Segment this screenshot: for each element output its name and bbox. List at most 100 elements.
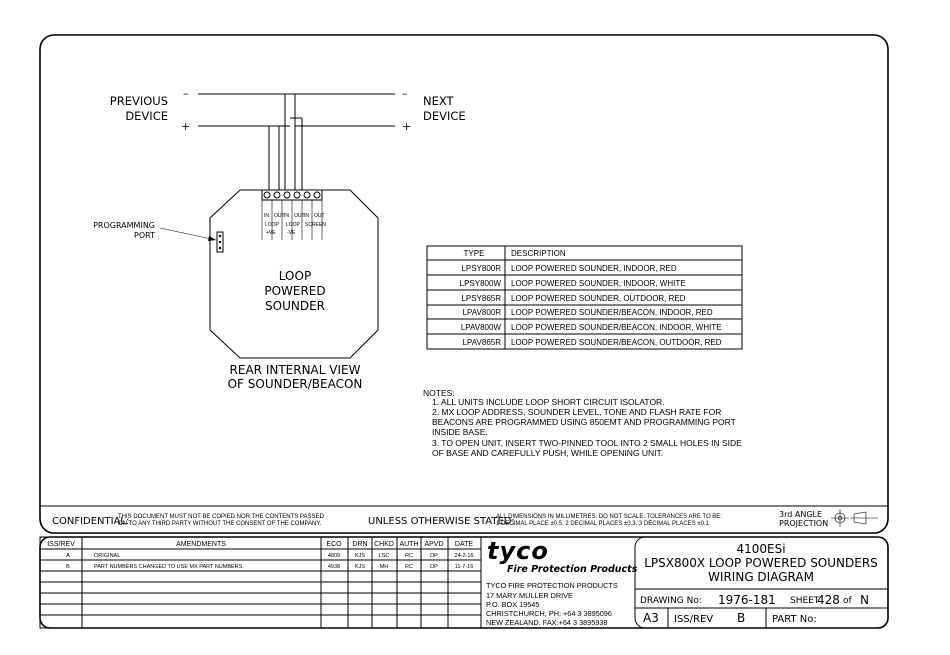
title-line-3: WIRING DIAGRAM (708, 570, 814, 584)
title-line-2: LPSX800X LOOP POWERED SOUNDERS (644, 556, 878, 570)
amend-row-2-iss: B (66, 564, 70, 570)
unless-text-1: ALL DIMENSIONS IN MILLIMETRES. DO NOT SC… (496, 514, 722, 520)
note-line-6: OF BASE AND CAREFULLY PUSH, WHILE OPENIN… (432, 448, 663, 458)
amend-row-1-auth: RC (405, 553, 413, 559)
desc-row-6: LOOP POWERED SOUNDER/BEACON, OUTDOOR, RE… (511, 338, 722, 347)
svg-text:PROGRAMMING: PROGRAMMING (93, 221, 155, 230)
next-device-label: NEXT DEVICE (423, 94, 466, 123)
svg-text:DEVICE: DEVICE (423, 109, 466, 123)
sounder-body-outline (209, 189, 379, 359)
amend-header-chkd: CHKD (374, 541, 394, 548)
terminal-label-6: OUT (314, 213, 325, 219)
amend-row-2-desc: PART NUMBERS CHANGED TO USE MX PART NUMB… (94, 564, 244, 570)
desc-row-3: LOOP POWERED SOUNDER, OUTDOOR, RED (511, 294, 686, 303)
programming-port-label: PROGRAMMING PORT (93, 221, 155, 240)
company-logo: tyco Fire Protection Products (487, 537, 638, 575)
svg-text:POWERED: POWERED (264, 284, 325, 298)
of-value: N (860, 593, 869, 607)
of-label: of (843, 596, 853, 606)
amend-row-1-iss: A (66, 553, 70, 559)
type-row-4: LPAV800R (463, 308, 502, 317)
confidential-label: CONFIDENTIAL: (52, 516, 129, 527)
amend-row-2-eco: 4938 (328, 564, 340, 570)
part-no-label: PART No: (772, 614, 817, 625)
desc-row-2: LOOP POWERED SOUNDER, INDOOR, WHITE (511, 279, 686, 288)
terminal-label-1: IN (264, 213, 269, 219)
terminal-group-loop-pos: LOOP (265, 222, 280, 228)
amendments-table: ISS/REV AMENDMENTS ECO DRN CHKD AUTH APV… (39, 536, 482, 629)
amend-row-1-eco: 4809 (328, 553, 340, 559)
note-line-4: INSIDE BASE. (432, 427, 488, 437)
amend-header-apvd: APVD (424, 541, 443, 548)
svg-text:TYCO FIRE PROTECTION PRODUCTS: TYCO FIRE PROTECTION PRODUCTS (486, 581, 618, 590)
note-line-5: 3. TO OPEN UNIT, INSERT TWO-PINNED TOOL … (432, 438, 742, 448)
rear-view-caption: REAR INTERNAL VIEW OF SOUNDER/BEACON (228, 363, 363, 391)
amend-header-iss: ISS/REV (47, 541, 75, 548)
note-line-3: BEACONS ARE PROGRAMMED USING 850EMT AND … (432, 417, 736, 427)
sheet-size: A3 (643, 611, 659, 625)
amend-header-eco: ECO (326, 541, 342, 548)
title-line-1: 4100ESi (736, 542, 785, 556)
company-subtitle: Fire Protection Products (507, 564, 638, 575)
svg-text:LOOP: LOOP (279, 269, 311, 283)
prev-plus-sign: + (181, 120, 190, 133)
sounder-label: LOOP POWERED SOUNDER (264, 269, 325, 313)
main-frame (39, 34, 889, 534)
type-row-5: LPAV800W (461, 323, 502, 332)
prev-minus-sign: – (183, 87, 189, 100)
amend-header-date: DATE (455, 541, 473, 548)
amend-row-2-date: 11-7-16 (455, 564, 474, 570)
svg-text:PORT: PORT (134, 231, 155, 240)
type-row-3: LPSY865R (461, 294, 501, 303)
confidential-text-1: THIS DOCUMENT MUST NOT BE COPIED NOR THE… (118, 514, 324, 520)
type-row-1: LPSY800R (461, 264, 501, 273)
confidential-text-2: ON TO ANY THIRD PARTY WITHOUT THE CONSEN… (118, 521, 322, 527)
programming-port-leader (159, 227, 217, 241)
amend-header-amendments: AMENDMENTS (176, 541, 226, 548)
terminal-label-3: IN (284, 213, 289, 219)
terminal-label-4: OUT (294, 213, 305, 219)
amend-row-1-desc: ORIGINAL (94, 553, 120, 559)
svg-text:REAR INTERNAL VIEW: REAR INTERNAL VIEW (230, 363, 361, 377)
amend-header-auth: AUTH (399, 541, 418, 548)
notes: NOTES: 1. ALL UNITS INCLUDE LOOP SHORT C… (423, 388, 742, 458)
sheet-label: SHEET (790, 596, 820, 606)
previous-device-label: PREVIOUS DEVICE (110, 94, 168, 123)
next-plus-sign: + (402, 120, 411, 133)
amend-row-1-date: 24-2-16 (455, 553, 474, 559)
loop-wires (198, 93, 395, 190)
svg-text:NEXT: NEXT (423, 94, 455, 108)
amend-row-1-apvd: DP (430, 553, 438, 559)
amend-header-drn: DRN (352, 541, 367, 548)
svg-text:17 MARY MULLER DRIVE: 17 MARY MULLER DRIVE (486, 591, 573, 600)
terminal-label-2: OUT (274, 213, 285, 219)
amend-row-1-drn: KJS (355, 553, 365, 559)
amend-row-2-apvd: DP (430, 564, 438, 570)
terminal-label-5: IN (304, 213, 309, 219)
projection-label-2: PROJECTION (779, 519, 828, 528)
notes-title: NOTES: (423, 388, 455, 398)
svg-text:OF SOUNDER/BEACON: OF SOUNDER/BEACON (228, 377, 363, 391)
desc-row-4: LOOP POWERED SOUNDER/BEACON, INDOOR, RED (511, 308, 713, 317)
unless-label: UNLESS OTHERWISE STATED: (368, 516, 515, 527)
drawing-no-label: DRAWING No: (640, 596, 702, 606)
svg-text:DEVICE: DEVICE (125, 109, 168, 123)
note-line-1: 1. ALL UNITS INCLUDE LOOP SHORT CIRCUIT … (432, 397, 665, 407)
type-row-6: LPAV865R (463, 338, 502, 347)
svg-text:CHRISTCHURCH, PH: +64 3 389509: CHRISTCHURCH, PH: +64 3 3895096 (486, 609, 612, 618)
iss-rev: B (737, 611, 745, 625)
note-line-2: 2. MX LOOP ADDRESS, SOUNDER LEVEL, TONE … (432, 407, 721, 417)
terminal-group-neg: -VE (287, 230, 296, 236)
drawing-no: 1976-181 (718, 593, 776, 607)
company-address: TYCO FIRE PROTECTION PRODUCTS 17 MARY MU… (486, 581, 618, 627)
desc-row-5: LOOP POWERED SOUNDER/BEACON, INDOOR, WHI… (511, 323, 722, 332)
svg-text:SOUNDER: SOUNDER (265, 299, 325, 313)
next-minus-sign: – (402, 87, 408, 100)
terminal-group-screen: SCREEN (305, 222, 326, 228)
svg-text:PREVIOUS: PREVIOUS (110, 94, 168, 108)
projection-label-1: 3rd ANGLE (779, 510, 822, 519)
type-table: TYPE DESCRIPTION LPSY800R LOOP POWERED S… (426, 245, 743, 350)
title-block: 4100ESi LPSX800X LOOP POWERED SOUNDERS W… (634, 536, 889, 629)
terminal-group-pos: +VE (266, 230, 276, 236)
